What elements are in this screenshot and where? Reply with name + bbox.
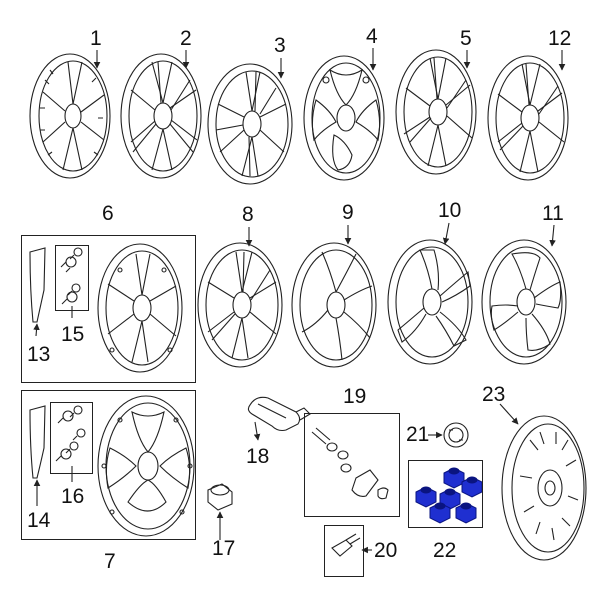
wheel-3[interactable] [207,63,293,185]
valve-box-20 [324,525,364,577]
spare-wheel-23[interactable] [499,403,587,561]
valve-kit-box-19 [304,413,400,517]
lug-nut-17[interactable] [207,483,233,540]
callout-8: 8 [242,203,254,226]
callout-14: 14 [27,509,51,532]
wheel-11[interactable] [481,239,567,365]
hub-cover-13[interactable] [29,247,46,323]
wheel-1[interactable] [29,53,111,179]
callout-17: 17 [212,537,236,560]
hub-cover-14[interactable] [29,405,46,479]
wheel-9[interactable] [291,242,377,368]
wheel-2[interactable] [120,53,202,179]
callout-16: 16 [61,485,85,508]
callout-11: 11 [542,202,564,225]
callout-18: 18 [246,445,270,468]
callout-6: 6 [102,202,114,225]
bolt-box-15 [55,245,89,311]
lock-set-box-22 [408,460,483,528]
wheel-5[interactable] [395,49,477,175]
callout-3: 3 [274,34,286,57]
wheel-12[interactable] [487,55,569,181]
callout-5: 5 [460,27,472,50]
wheel-7[interactable] [97,395,195,537]
bolt-set-16[interactable] [55,405,86,462]
wheel-10[interactable] [387,239,473,365]
callout-20: 20 [374,539,398,562]
bolt-box-16 [50,402,93,474]
callout-15: 15 [61,323,85,346]
callout-21: 21 [406,423,430,446]
wheel-lock-key-21[interactable] [428,422,469,448]
group-box-6 [21,235,196,383]
wheel-8[interactable] [197,242,283,368]
callout-19: 19 [343,385,367,408]
callout-lines-row1 [93,48,566,79]
group-box-7 [21,390,196,540]
callout-1: 1 [90,27,102,50]
wheel-lock-set-22[interactable] [415,467,483,524]
callout-22: 22 [433,539,457,562]
bolt-set-15[interactable] [60,247,83,305]
callout-12: 12 [548,27,572,50]
tpms-sensor-18[interactable] [247,396,311,441]
callout-9: 9 [342,201,354,224]
callout-4: 4 [366,25,378,48]
wheel-6[interactable] [97,243,183,373]
callout-lines-row2 [33,222,556,337]
callout-23: 23 [482,383,506,406]
wheel-4[interactable] [303,55,385,181]
callout-7: 7 [104,550,116,573]
callout-13: 13 [27,343,51,366]
callout-2: 2 [180,27,192,50]
valve-kit-19[interactable] [311,427,389,500]
callout-10: 10 [438,199,462,222]
callout-lines-row3 [33,466,73,506]
